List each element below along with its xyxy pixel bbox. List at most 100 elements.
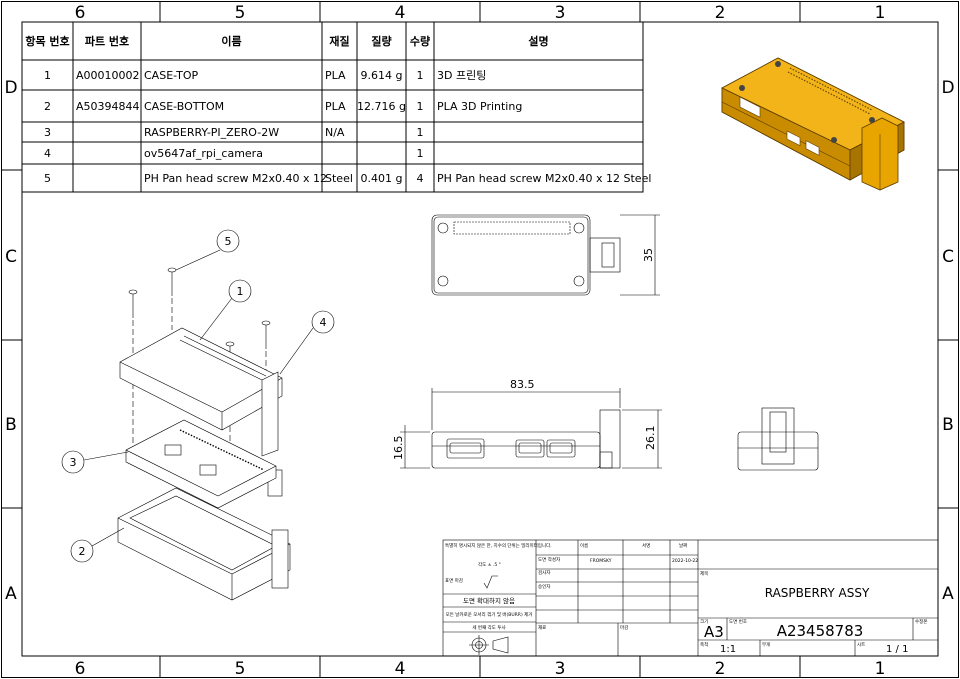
- dimension-width: 83.5: [510, 378, 535, 391]
- checked-label: 검사자: [538, 569, 551, 576]
- zone-col-label: 1: [875, 3, 886, 23]
- bom-cell-name: CASE-TOP: [144, 69, 198, 82]
- zone-col-label: 5: [235, 3, 246, 23]
- zone-row-label: C: [942, 247, 954, 267]
- bom-header-item-no: 항목 번호: [25, 34, 69, 48]
- balloon-5: 5: [225, 235, 232, 248]
- bom-cell-material: N/A: [325, 126, 345, 139]
- sheet-label: 시트: [857, 642, 865, 648]
- side-view: [737, 407, 819, 471]
- bom-cell-name: PH Pan head screw M2x0.40 x 12: [144, 172, 327, 185]
- bom-cell-qty: 1: [417, 100, 424, 113]
- title-block: 특별히 명시되지 않은 한, 치수의 단위는 밀리미터입니다. 각도 ± .5 …: [442, 539, 939, 657]
- zone-labels: 6 5 4 3 2 1 6 5 4 3 2 1 D C B A D C B A: [4, 3, 954, 679]
- bom-cell-item-no: 1: [44, 69, 51, 82]
- zone-row-label: A: [942, 584, 954, 604]
- weight-label: 무게: [762, 641, 770, 648]
- bom-cell-part-no: A00010002: [76, 69, 140, 82]
- dimension-depth: 35: [642, 248, 655, 262]
- col-name: 이름: [580, 542, 588, 549]
- drawing-title: RASPBERRY ASSY: [765, 586, 870, 600]
- zone-col-label: 4: [395, 3, 406, 23]
- bom-cell-mass: 12.716 g: [357, 100, 406, 113]
- bom-cell-name: RASPBERRY-PI_ZERO-2W: [144, 126, 279, 139]
- bom-cell-qty: 1: [417, 147, 424, 160]
- scale-value: 1:1: [720, 644, 736, 655]
- bom-cell-part-no: A50394844: [76, 100, 140, 113]
- isometric-render: [721, 57, 905, 191]
- bom-cell-description: PLA 3D Printing: [437, 100, 522, 113]
- drawing-number: A23458783: [777, 622, 864, 640]
- zone-row-label: A: [5, 584, 17, 604]
- bom-header-qty: 수량: [410, 35, 430, 48]
- do-not-scale-note: 도면 확대하지 않음: [463, 596, 515, 605]
- projection-label: 세 번째 각도 투사: [472, 624, 506, 631]
- bom-cell-item-no: 5: [44, 172, 51, 185]
- angle-tolerance: 각도 ± .5 °: [478, 561, 501, 568]
- zone-col-label: 2: [715, 659, 726, 679]
- drawn-date: 2022-10-22: [672, 558, 698, 564]
- deburr-note: 모든 날카로운 모서리 꺾기 및 버(BURR) 제거: [446, 611, 533, 618]
- bom-header-mass: 질량: [371, 35, 391, 48]
- bom-cell-name: ov5647af_rpi_camera: [144, 147, 263, 160]
- top-view: [431, 214, 660, 296]
- zone-col-label: 4: [395, 659, 406, 679]
- zone-row-label: D: [941, 78, 954, 98]
- drawn-by-label: 도면 작성자: [538, 556, 561, 563]
- bom-header-description: 설명: [528, 34, 548, 48]
- zone-col-label: 3: [555, 659, 566, 679]
- sheet-size: A3: [704, 623, 724, 641]
- balloon-3: 3: [70, 456, 77, 469]
- bom-header-name: 이름: [221, 34, 241, 48]
- dimension-case-height: 16.5: [392, 436, 405, 461]
- bom-cell-name: CASE-BOTTOM: [144, 100, 224, 113]
- zone-col-label: 2: [715, 3, 726, 23]
- bom-header-material: 재질: [329, 34, 349, 48]
- zone-col-label: 3: [555, 3, 566, 23]
- balloons: 5 1 4 3 2: [61, 229, 335, 563]
- zone-row-label: D: [4, 78, 17, 98]
- bom-cell-item-no: 2: [44, 100, 51, 113]
- drawn-by: FROMSKY: [590, 558, 612, 564]
- title-label: 제목: [700, 570, 708, 577]
- bom-header-part-no: 파트 번호: [85, 34, 129, 48]
- bom-cell-material: PLA: [325, 100, 346, 113]
- dwg-no-label: 도면 번호: [729, 618, 747, 625]
- front-view: [400, 388, 662, 469]
- balloon-2: 2: [79, 545, 86, 558]
- bom-cell-material: PLA: [325, 69, 346, 82]
- revision-label: 수정본: [915, 618, 927, 625]
- material-label: 재료: [538, 624, 546, 631]
- col-date: 날짜: [679, 542, 687, 549]
- bom-cell-mass: 0.401 g: [361, 172, 403, 185]
- surface-finish-label: 표면 마감: [445, 577, 463, 584]
- case-top-part: [119, 327, 283, 431]
- note-units: 특별히 명시되지 않은 한, 치수의 단위는 밀리미터입니다.: [445, 542, 552, 549]
- exploded-view: [117, 267, 291, 601]
- bom-cell-qty: 4: [417, 172, 424, 185]
- bom-cell-description: PH Pan head screw M2x0.40 x 12 Steel: [437, 172, 651, 185]
- approved-label: 승인자: [538, 583, 551, 590]
- zone-col-label: 6: [75, 659, 86, 679]
- zone-row-label: B: [5, 415, 17, 435]
- third-angle-projection-icon: [469, 635, 509, 655]
- balloon-4: 4: [320, 316, 327, 329]
- col-signature: 서명: [642, 542, 650, 549]
- balloon-1: 1: [237, 285, 244, 298]
- size-label: 크기: [700, 618, 708, 625]
- bom-cell-description: 3D 프린팅: [437, 69, 486, 82]
- zone-col-label: 6: [75, 3, 86, 23]
- bom-cell-mass: 9.614 g: [361, 69, 403, 82]
- bom-cell-item-no: 4: [44, 147, 51, 160]
- bom-table: 항목 번호 파트 번호 이름 재질 질량 수량 설명 1 A00010002 CASE-TOP PL…: [21, 21, 651, 193]
- zone-col-label: 1: [875, 659, 886, 679]
- zone-col-label: 5: [235, 659, 246, 679]
- dimension-height: 26.1: [644, 426, 657, 451]
- zone-row-label: B: [942, 415, 954, 435]
- scale-label: 축척: [700, 641, 708, 648]
- bom-cell-qty: 1: [417, 126, 424, 139]
- zone-row-label: C: [5, 247, 17, 267]
